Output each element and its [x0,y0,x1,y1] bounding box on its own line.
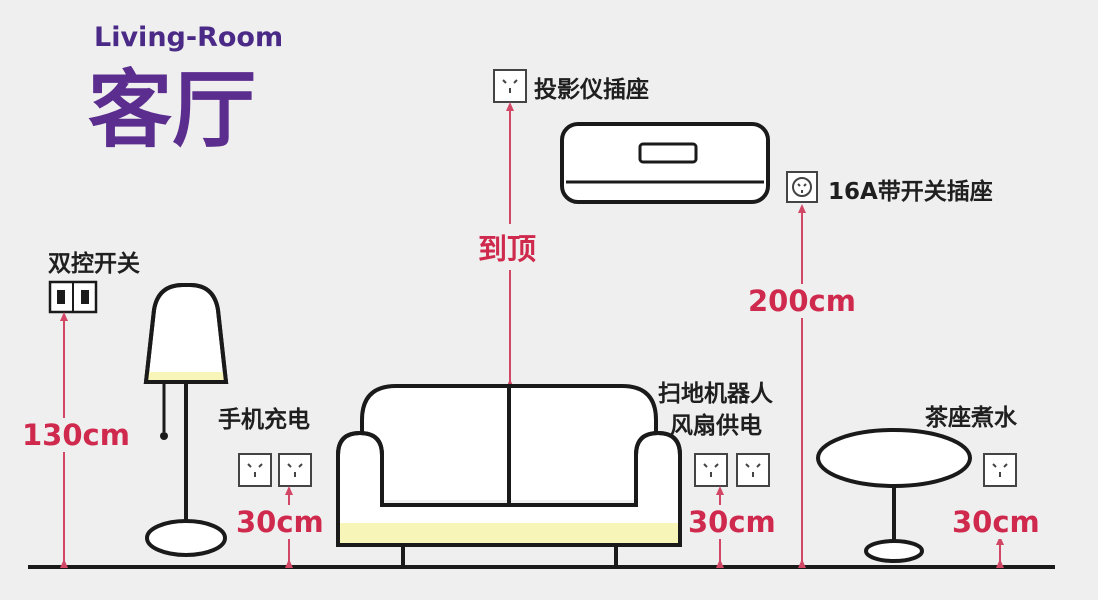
sofa [336,384,682,567]
phone-dimension-text: 30cm [236,505,324,539]
tea-dimension-text: 30cm [952,505,1040,539]
robot-dimension-text: 30cm [688,505,776,539]
ac-outlet-label: 16A带开关插座 [828,179,993,205]
air-conditioner [560,122,770,204]
phone-charging-outlets-icon [238,453,312,487]
projector-outlet-icon [493,69,527,103]
tea-water-label: 茶座煮水 [925,405,1017,431]
switch-dimension-text: 130cm [22,418,130,452]
projector-outlet-label: 投影仪插座 [534,77,649,103]
page-title: 客厅 [88,61,257,159]
robot-fan-outlets-icon [694,453,770,487]
phone-charging-label: 手机充电 [218,407,310,433]
ac-outlet-icon [786,171,818,203]
tea-table [816,428,972,563]
tea-outlet-icon [983,453,1017,487]
floor-lamp [143,283,229,557]
page-subtitle: Living-Room [94,22,284,53]
dual-switch-icon [48,280,98,314]
ceiling-dimension-text: 到顶 [478,224,537,270]
robot-label-line2: 风扇供电 [670,413,762,439]
robot-label-line1: 扫地机器人 [658,381,773,407]
dual-switch-label: 双控开关 [48,251,140,277]
ac-dimension-text: 200cm [748,284,856,318]
